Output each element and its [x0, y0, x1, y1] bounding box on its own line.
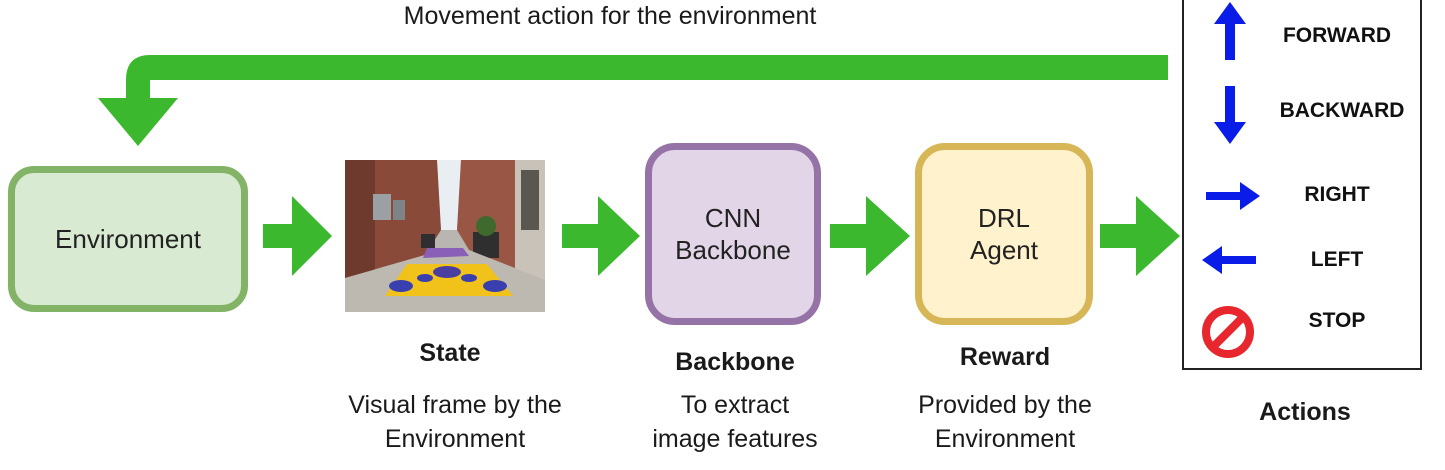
action-left-label: LEFT [1310, 248, 1364, 271]
arrow-up-icon [1214, 2, 1246, 60]
drl-agent-node: DRL Agent [915, 143, 1093, 325]
cnn-backbone-node: CNN Backbone [645, 143, 821, 325]
drl-agent-node-label: DRL Agent [970, 203, 1038, 265]
action-stop-label: STOP [1308, 309, 1366, 332]
backbone-description: To extract image features [652, 391, 818, 453]
action-right-label: RIGHT [1304, 183, 1370, 206]
environment-node: Environment [8, 166, 248, 312]
cnn-backbone-node-label: CNN Backbone [675, 203, 791, 265]
drl-to-actions-arrow [1100, 196, 1180, 276]
state-description: Visual frame by the Environment [348, 391, 562, 453]
state-title: State [419, 339, 481, 367]
actions-panel: FORWARD BACKWARD RIGHT LEFT STOP [1182, 0, 1422, 370]
state-to-cnn-arrow [562, 196, 640, 276]
arrow-down-icon [1214, 86, 1246, 144]
action-forward-label: FORWARD [1282, 24, 1392, 47]
state-frame-image [345, 160, 545, 312]
backbone-title: Backbone [675, 348, 795, 376]
env-to-state-arrow [263, 196, 332, 276]
reward-description: Provided by the Environment [918, 391, 1092, 453]
actions-title: Actions [1259, 398, 1351, 426]
action-backward-label: BACKWARD [1279, 99, 1405, 122]
arrow-left-icon [1202, 246, 1256, 274]
no-entry-icon [1202, 306, 1254, 358]
environment-node-label: Environment [55, 224, 201, 254]
feedback-loop-arrow [98, 55, 1168, 146]
feedback-loop-label: Movement action for the environment [403, 2, 817, 30]
arrow-right-icon [1206, 182, 1260, 210]
reward-title: Reward [959, 343, 1051, 371]
cnn-to-drl-arrow [830, 196, 910, 276]
